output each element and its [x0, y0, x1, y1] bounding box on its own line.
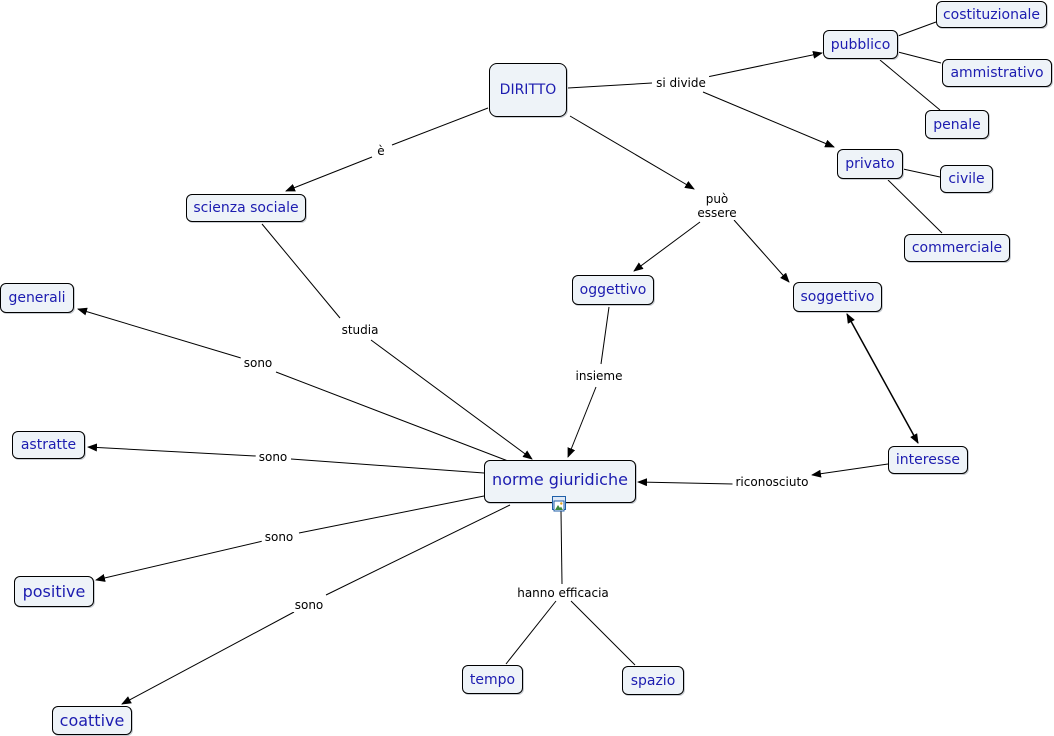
node-diritto-label: DIRITTO: [499, 82, 557, 98]
node-penale[interactable]: penale: [925, 110, 989, 139]
link-puo-essere-soggettivo: [733, 219, 790, 283]
node-positive[interactable]: positive: [14, 576, 94, 607]
link-riconosciuto-norme: [637, 478, 734, 487]
node-pubblico-label: pubblico: [830, 36, 891, 53]
node-positive-label: positive: [22, 582, 86, 601]
node-interesse[interactable]: interesse: [888, 446, 968, 474]
node-tempo-label: tempo: [469, 671, 516, 688]
node-tempo[interactable]: tempo: [462, 665, 523, 694]
link-hanno-efficacia-tempo: [505, 600, 557, 665]
node-norme-giuridiche-label: norme giuridiche: [492, 470, 628, 489]
link-sono-coattive: [121, 611, 295, 705]
node-coattive-label: coattive: [59, 711, 125, 730]
link-hanno-efficacia-spazio: [570, 600, 636, 666]
node-scienza-sociale-label: scienza sociale: [193, 200, 299, 216]
node-commerciale-label: commerciale: [911, 240, 1003, 256]
link-label-sono-generali: sono: [240, 356, 276, 370]
node-ammistrativo-label: ammistrativo: [950, 65, 1044, 81]
node-diritto[interactable]: DIRITTO: [489, 63, 567, 117]
link-label-puo-essere: può essere: [694, 192, 740, 220]
link-norme-sono-positive: [298, 495, 485, 534]
link-privato-civile: [902, 168, 941, 178]
link-label-studia: studia: [338, 323, 382, 337]
link-puo-essere-oggettivo: [633, 221, 701, 272]
link-label-insieme: insieme: [572, 369, 626, 383]
node-oggettivo-label: oggettivo: [579, 282, 647, 298]
node-oggettivo[interactable]: oggettivo: [572, 275, 654, 305]
link-e-scienza-sociale: [285, 156, 373, 192]
node-civile[interactable]: civile: [940, 165, 993, 193]
link-sono-astratte: [87, 443, 257, 457]
link-pubblico-ammistrativo: [897, 51, 942, 64]
node-soggettivo-label: soggettivo: [800, 289, 875, 305]
node-spazio[interactable]: spazio: [622, 666, 684, 695]
link-studia-norme: [370, 339, 533, 460]
link-norme-sono-coattive: [325, 504, 511, 596]
node-penale-label: penale: [933, 116, 981, 133]
link-norme-hanno-efficacia: [560, 510, 563, 585]
node-astratte-label: astratte: [20, 437, 77, 453]
node-generali[interactable]: generali: [0, 283, 74, 313]
link-sono-positive: [95, 540, 264, 582]
link-scienza-sociale-studia: [261, 223, 341, 319]
node-costituzionale[interactable]: costituzionale: [936, 1, 1047, 28]
link-pubblico-costituzionale: [897, 21, 937, 37]
link-si-divide-pubblico: [706, 50, 823, 78]
link-norme-sono-generali: [275, 371, 509, 462]
link-label-si-divide: si divide: [653, 76, 709, 90]
link-sono-generali: [77, 307, 242, 359]
image-icon-glyph: [553, 500, 565, 512]
link-label-riconosciuto: riconosciuto: [732, 475, 812, 489]
link-label-sono-coattive: sono: [291, 598, 327, 612]
link-pubblico-penale: [879, 59, 941, 111]
node-astratte[interactable]: astratte: [12, 431, 85, 459]
link-privato-commerciale: [887, 179, 943, 234]
node-privato-label: privato: [845, 156, 895, 172]
node-spazio-label: spazio: [630, 672, 676, 689]
link-label-hanno-efficacia: hanno efficacia: [514, 586, 612, 600]
link-diritto-puo-essere: [569, 115, 695, 190]
link-label-sono-astratte: sono: [255, 450, 291, 464]
link-si-divide-privato: [702, 91, 835, 148]
node-interesse-label: interesse: [895, 452, 961, 468]
node-generali-label: generali: [8, 290, 66, 306]
node-privato[interactable]: privato: [837, 149, 903, 179]
node-norme-giuridiche[interactable]: norme giuridiche: [484, 460, 636, 503]
node-commerciale[interactable]: commerciale: [904, 234, 1010, 262]
node-ammistrativo[interactable]: ammistrativo: [942, 59, 1052, 87]
link-norme-sono-astratte: [290, 458, 485, 474]
link-diritto-e: [391, 107, 489, 146]
image-icon[interactable]: [552, 496, 566, 512]
link-insieme-norme: [567, 386, 597, 458]
node-civile-label: civile: [948, 171, 985, 187]
node-pubblico[interactable]: pubblico: [823, 30, 898, 59]
link-label-sono-positive: sono: [261, 530, 297, 544]
link-interesse-riconosciuto: [811, 463, 889, 478]
link-soggettivo-interesse: [846, 313, 919, 444]
link-label-e: è: [374, 144, 388, 158]
node-soggettivo[interactable]: soggettivo: [793, 282, 882, 312]
link-diritto-si-divide: [567, 82, 653, 89]
link-oggettivo-insieme: [600, 306, 610, 365]
node-costituzionale-label: costituzionale: [942, 6, 1041, 23]
node-scienza-sociale[interactable]: scienza sociale: [186, 194, 306, 222]
node-coattive[interactable]: coattive: [52, 706, 132, 735]
